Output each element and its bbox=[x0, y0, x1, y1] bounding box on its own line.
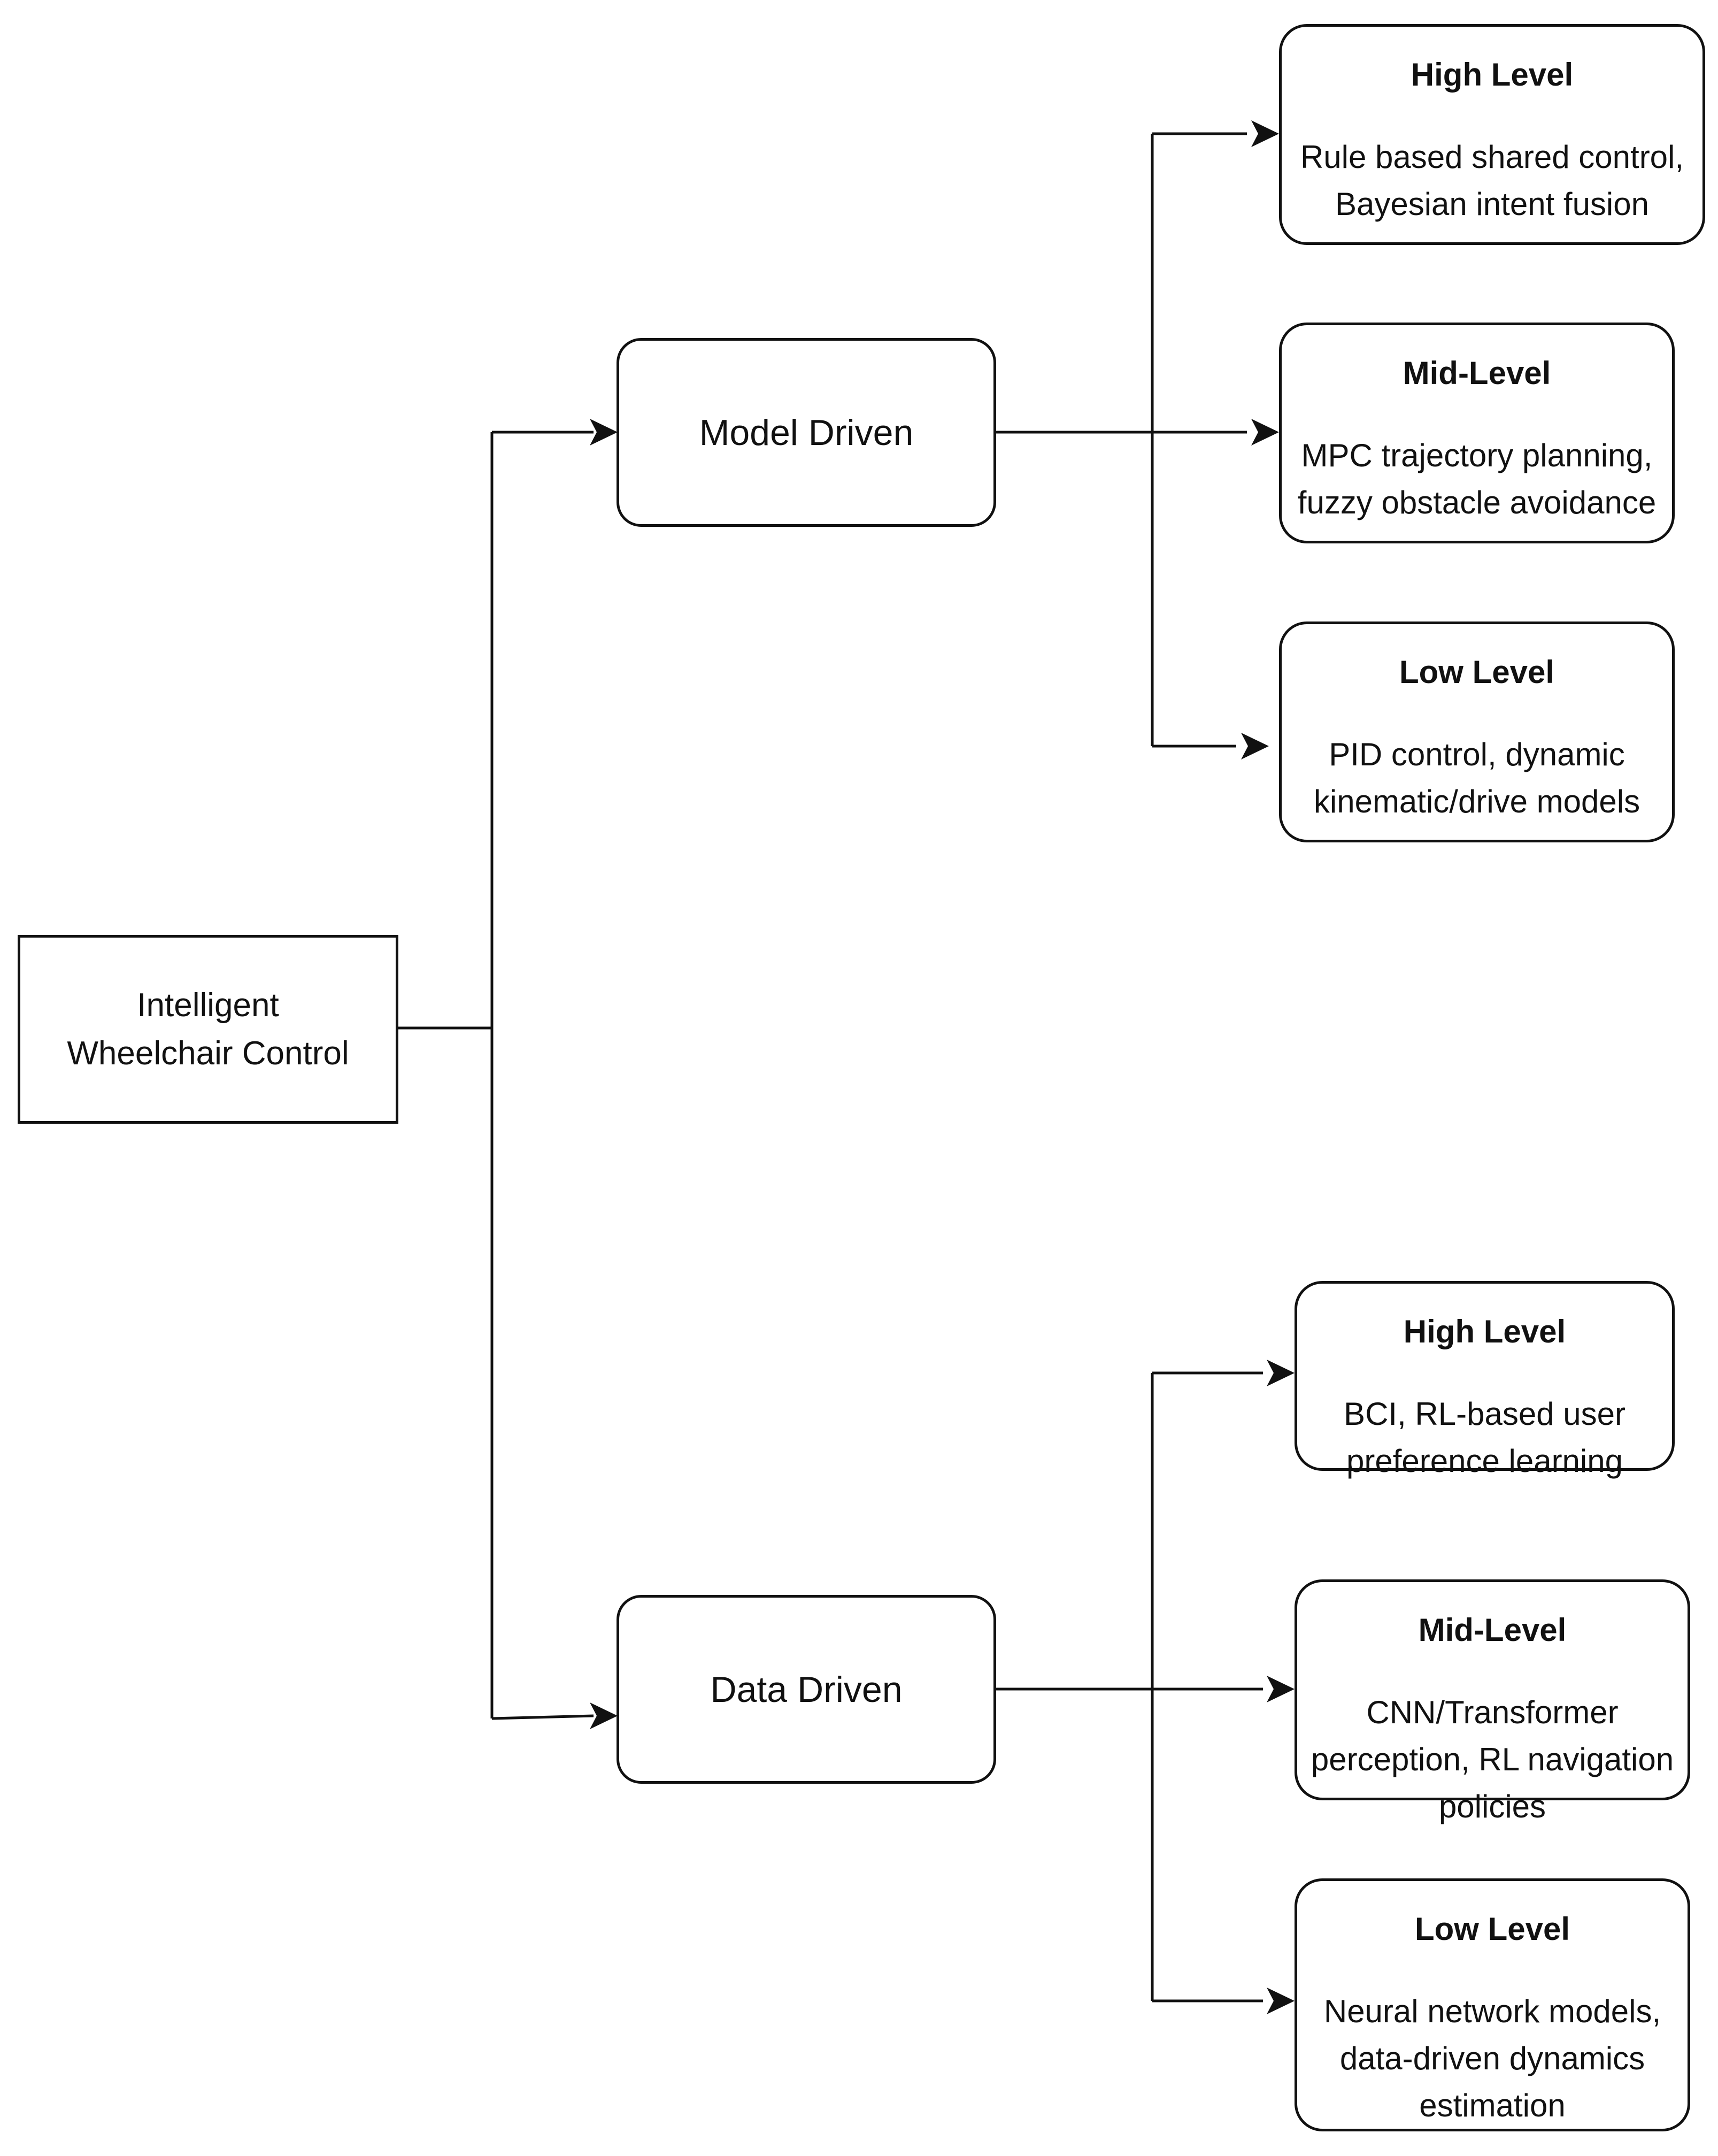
model-low-level-body: PID control, dynamic kinematic/drive mod… bbox=[1313, 736, 1640, 819]
model-high-level-body: Rule based shared control, Bayesian inte… bbox=[1300, 139, 1684, 222]
data-mid-level-title: Mid-Level bbox=[1418, 1612, 1567, 1648]
arrowhead-model-high bbox=[1251, 120, 1279, 147]
data-low-level-node: Low Level Neural network models, data-dr… bbox=[1295, 1878, 1690, 2131]
model-mid-level-body: MPC trajectory planning, fuzzy obstacle … bbox=[1297, 438, 1657, 520]
data-low-level-title: Low Level bbox=[1414, 1911, 1570, 1947]
arrowhead-model bbox=[590, 419, 618, 446]
model-driven-node: Model Driven bbox=[617, 338, 996, 527]
arrowhead-model-low bbox=[1241, 733, 1269, 759]
model-high-level-title: High Level bbox=[1411, 57, 1574, 93]
root-node: Intelligent Wheelchair Control bbox=[18, 935, 398, 1124]
model-mid-level-node: Mid-Level MPC trajectory planning, fuzzy… bbox=[1279, 323, 1675, 543]
data-low-level-body: Neural network models, data-driven dynam… bbox=[1323, 1993, 1661, 2123]
model-driven-label: Model Driven bbox=[699, 412, 914, 453]
data-high-level-title: High Level bbox=[1403, 1314, 1566, 1349]
model-mid-level-title: Mid-Level bbox=[1403, 355, 1551, 391]
arrowhead-model-mid bbox=[1251, 419, 1279, 446]
root-label: Intelligent Wheelchair Control bbox=[67, 986, 349, 1072]
connector-root-to-data bbox=[491, 1714, 594, 1720]
data-mid-level-node: Mid-Level CNN/Transformer perception, RL… bbox=[1295, 1579, 1690, 1824]
data-high-level-node: High Level BCI, RL-based user preference… bbox=[1295, 1281, 1675, 1479]
arrowhead-data-high bbox=[1267, 1360, 1295, 1386]
data-high-level-body: BCI, RL-based user preference learning bbox=[1344, 1396, 1625, 1479]
arrowhead-data-mid bbox=[1267, 1676, 1295, 1702]
model-low-level-title: Low Level bbox=[1399, 654, 1555, 690]
arrowhead-data bbox=[590, 1702, 618, 1729]
data-driven-label: Data Driven bbox=[710, 1669, 903, 1710]
data-mid-level-body: CNN/Transformer perception, RL navigatio… bbox=[1311, 1694, 1674, 1824]
data-driven-node: Data Driven bbox=[617, 1595, 996, 1784]
arrowhead-data-low bbox=[1267, 1988, 1295, 2014]
model-low-level-node: Low Level PID control, dynamic kinematic… bbox=[1279, 622, 1675, 842]
model-high-level-node: High Level Rule based shared control, Ba… bbox=[1279, 24, 1705, 245]
